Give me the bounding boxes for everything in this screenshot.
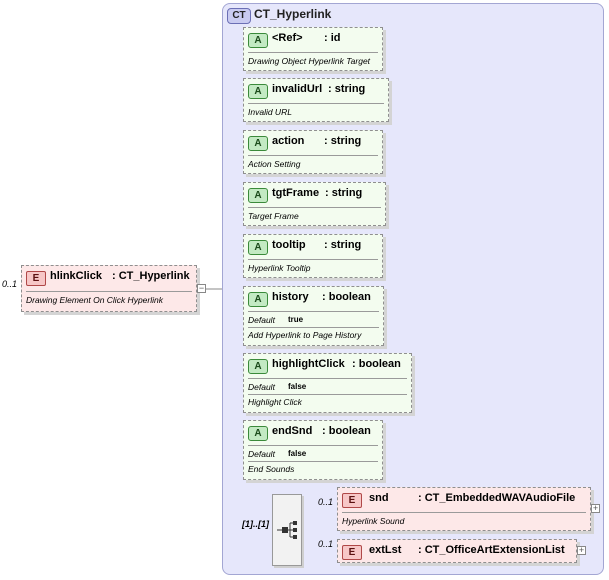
attribute-type: : id bbox=[324, 32, 341, 44]
element-badge: E bbox=[342, 493, 362, 508]
attribute-doc: Hyperlink Tooltip bbox=[248, 263, 311, 273]
separator bbox=[26, 291, 192, 292]
complex-type-title: CT_Hyperlink bbox=[254, 7, 332, 21]
attribute-badge: A bbox=[248, 33, 268, 48]
attribute-badge: A bbox=[248, 359, 268, 374]
child-multiplicity: 0..1 bbox=[318, 539, 334, 549]
separator bbox=[248, 155, 378, 156]
element-type: : CT_EmbeddedWAVAudioFile bbox=[418, 492, 576, 504]
root-element-hlinkclick[interactable]: E hlinkClick : CT_Hyperlink Drawing Elem… bbox=[21, 265, 197, 312]
separator bbox=[342, 512, 586, 513]
separator bbox=[248, 311, 379, 312]
element-name: hlinkClick bbox=[50, 270, 102, 282]
default-label: Default bbox=[248, 315, 275, 325]
collapse-toggle[interactable]: − bbox=[197, 283, 206, 293]
separator bbox=[248, 103, 384, 104]
attribute-type: : boolean bbox=[352, 358, 401, 370]
sequence-compositor[interactable] bbox=[272, 494, 302, 566]
expand-toggle[interactable]: + bbox=[591, 503, 600, 513]
default-value: false bbox=[288, 449, 307, 458]
attribute-name: highlightClick bbox=[272, 358, 345, 370]
attribute-doc: End Sounds bbox=[248, 464, 295, 474]
attribute-doc: Drawing Object Hyperlink Target bbox=[248, 56, 371, 66]
attribute-tooltip[interactable]: A tooltip : string Hyperlink Tooltip bbox=[243, 234, 383, 278]
attribute-doc: Invalid URL bbox=[248, 107, 292, 117]
attribute-name: <Ref> bbox=[272, 32, 303, 44]
separator bbox=[248, 52, 378, 53]
attribute-tgtframe[interactable]: A tgtFrame : string Target Frame bbox=[243, 182, 386, 226]
element-type: : CT_OfficeArtExtensionList bbox=[418, 544, 565, 556]
attribute-doc: Action Setting bbox=[248, 159, 301, 169]
attribute-highlightclick[interactable]: A highlightClick : boolean Default false… bbox=[243, 353, 412, 413]
attribute-type: : string bbox=[324, 135, 362, 147]
attribute-type: : boolean bbox=[322, 291, 371, 303]
element-badge: E bbox=[342, 545, 362, 560]
separator bbox=[248, 394, 407, 395]
attribute-badge: A bbox=[248, 84, 268, 99]
attribute-badge: A bbox=[248, 240, 268, 255]
attribute-badge: A bbox=[248, 426, 268, 441]
attribute-doc: Highlight Click bbox=[248, 397, 302, 407]
root-multiplicity: 0..1 bbox=[2, 279, 18, 289]
element-doc: Hyperlink Sound bbox=[342, 516, 405, 526]
child-multiplicity: 0..1 bbox=[318, 497, 334, 507]
sequence-compositor-icon bbox=[277, 521, 297, 539]
attribute-type: : string bbox=[328, 83, 366, 95]
attribute-badge: A bbox=[248, 188, 268, 203]
element-doc: Drawing Element On Click Hyperlink bbox=[26, 295, 163, 305]
attribute-action[interactable]: A action : string Action Setting bbox=[243, 130, 383, 174]
expand-toggle[interactable]: + bbox=[577, 545, 586, 555]
element-extlst[interactable]: E extLst : CT_OfficeArtExtensionList bbox=[337, 539, 577, 563]
attribute-ref[interactable]: A <Ref> : id Drawing Object Hyperlink Ta… bbox=[243, 27, 383, 71]
element-snd[interactable]: E snd : CT_EmbeddedWAVAudioFile Hyperlin… bbox=[337, 487, 591, 531]
attribute-type: : string bbox=[325, 187, 363, 199]
attribute-doc: Add Hyperlink to Page History bbox=[248, 330, 362, 340]
attribute-name: history bbox=[272, 291, 309, 303]
default-value: false bbox=[288, 382, 307, 391]
attribute-badge: A bbox=[248, 292, 268, 307]
default-label: Default bbox=[248, 449, 275, 459]
separator bbox=[248, 461, 378, 462]
separator bbox=[248, 207, 381, 208]
element-badge: E bbox=[26, 271, 46, 286]
separator bbox=[248, 378, 407, 379]
default-label: Default bbox=[248, 382, 275, 392]
attribute-history[interactable]: A history : boolean Default true Add Hyp… bbox=[243, 286, 384, 346]
attribute-type: : string bbox=[324, 239, 362, 251]
attribute-name: invalidUrl bbox=[272, 83, 323, 95]
default-value: true bbox=[288, 315, 304, 324]
attribute-name: tgtFrame bbox=[272, 187, 320, 199]
attribute-name: action bbox=[272, 135, 305, 147]
element-type: : CT_Hyperlink bbox=[112, 270, 190, 282]
attribute-badge: A bbox=[248, 136, 268, 151]
attribute-name: endSnd bbox=[272, 425, 313, 437]
attribute-endsnd[interactable]: A endSnd : boolean Default false End Sou… bbox=[243, 420, 383, 480]
attribute-name: tooltip bbox=[272, 239, 306, 251]
attribute-type: : boolean bbox=[322, 425, 371, 437]
element-name: extLst bbox=[369, 544, 402, 556]
separator bbox=[248, 445, 378, 446]
attribute-doc: Target Frame bbox=[248, 211, 299, 221]
separator bbox=[248, 327, 379, 328]
complex-type-badge: CT bbox=[227, 8, 251, 24]
sequence-multiplicity: [1]..[1] bbox=[242, 519, 269, 529]
separator bbox=[248, 259, 378, 260]
attribute-invalidurl[interactable]: A invalidUrl : string Invalid URL bbox=[243, 78, 389, 122]
element-name: snd bbox=[369, 492, 389, 504]
